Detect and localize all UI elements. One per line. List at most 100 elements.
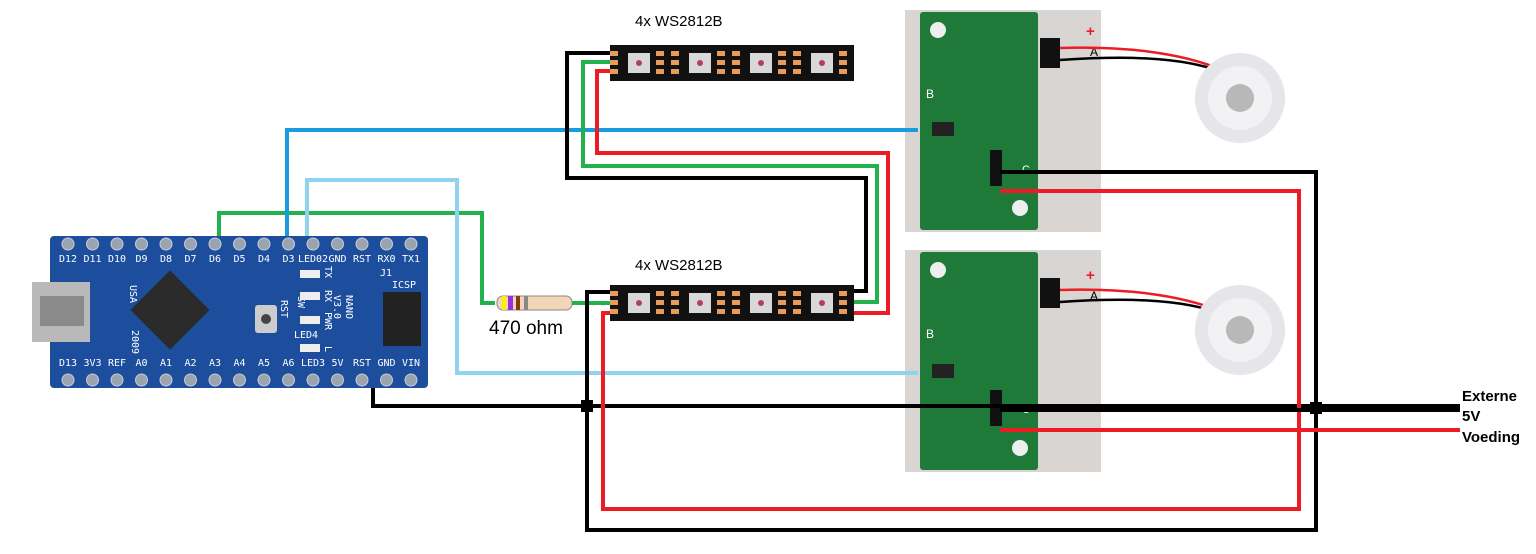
solder-pad (656, 69, 664, 74)
wire-black-strip1 (565, 51, 868, 293)
pin-label: D3 (282, 254, 294, 265)
solder-pad (732, 69, 740, 74)
l-label: L (322, 346, 333, 352)
pin-hole (404, 237, 418, 251)
driver-module-2: + A B C (905, 250, 1285, 472)
pin-label: RST (353, 254, 371, 265)
solder-pad (671, 51, 679, 56)
pin-label: 3V3 (83, 358, 101, 369)
solder-pad (717, 291, 725, 296)
pin-hole (282, 373, 295, 387)
pin-hole (110, 237, 124, 251)
pin-label: D12 (59, 254, 77, 265)
solder-pad (610, 60, 618, 65)
solder-pad (671, 291, 679, 296)
a-label: A (1090, 45, 1098, 59)
pin-hole (110, 373, 124, 387)
rx-label: RX (322, 290, 333, 302)
pin-hole (61, 373, 75, 387)
pin-hole (257, 373, 271, 387)
led-die (758, 300, 764, 306)
solder-pad (656, 51, 664, 56)
tx-label: TX (322, 266, 333, 278)
solder-pad (656, 300, 664, 305)
pin-label: RST (353, 358, 371, 369)
board-model: NANO (343, 295, 354, 319)
piezo-disc-icon (1195, 285, 1285, 375)
rst-label: RST (278, 300, 289, 318)
pin-label: D6 (209, 254, 221, 265)
usa-label: USA (127, 285, 138, 303)
microcontroller-chip (130, 270, 210, 350)
pin-label: LED3 (301, 358, 325, 369)
board-version: V3.0 (331, 295, 342, 319)
sw-label: SW (295, 296, 306, 309)
pin-hole (331, 237, 344, 251)
a-label: A (1090, 289, 1098, 303)
solder-pad (793, 309, 801, 314)
pin-label: RX0 (377, 254, 395, 265)
solder-pad (671, 60, 679, 65)
plus-label: + (1086, 267, 1095, 284)
pin-hole (306, 373, 320, 387)
led-die (758, 60, 764, 66)
icsp-header (383, 292, 421, 346)
pin-label: A1 (160, 358, 172, 369)
solder-pad (793, 51, 801, 56)
solder-pad (732, 291, 740, 296)
pin-hole (380, 237, 393, 251)
pin-hole (306, 237, 320, 251)
led-die (636, 60, 642, 66)
solder-pad (793, 291, 801, 296)
solder-pad (778, 300, 786, 305)
pin-label: D10 (108, 254, 126, 265)
pin-hole (355, 373, 369, 387)
pin-hole (159, 373, 173, 387)
wire-green-strip1 (581, 60, 879, 304)
solder-pad (656, 60, 664, 65)
pin-hole (184, 237, 197, 251)
wire-blue-d3 (285, 128, 918, 240)
led4-label: LED4 (294, 330, 318, 341)
solder-pad (778, 309, 786, 314)
pin-label: A6 (282, 358, 294, 369)
pin-label: REF (108, 358, 126, 369)
year-label: 2009 (129, 330, 140, 354)
power-label-line3: Voeding (1462, 429, 1520, 446)
junction-dot (581, 400, 593, 412)
pin-label: A3 (209, 358, 221, 369)
resistor-label: 470 ohm (489, 318, 563, 339)
led-die (819, 60, 825, 66)
led-strip-2: 4x WS2812B (610, 257, 854, 321)
pin-hole (404, 373, 418, 387)
led-die (819, 300, 825, 306)
pin-label: A2 (184, 358, 196, 369)
pin-label: A5 (258, 358, 270, 369)
wire-red-strip1 (595, 69, 890, 315)
pin-label: D4 (258, 254, 270, 265)
pin-label: TX1 (402, 254, 420, 265)
solder-pad (656, 291, 664, 296)
solder-pad (671, 309, 679, 314)
pin-hole (208, 237, 222, 251)
wire-black-gnd (371, 382, 1460, 408)
solder-pad (793, 69, 801, 74)
solder-pad (671, 69, 679, 74)
icsp-label: ICSP (392, 280, 416, 291)
pin-hole (208, 373, 222, 387)
pin-label: A0 (135, 358, 147, 369)
pin-hole (233, 237, 246, 251)
wire-green-d6 (217, 211, 495, 305)
solder-pad (610, 291, 618, 296)
pin-hole (355, 237, 369, 251)
solder-pad (610, 309, 618, 314)
pin-label: D8 (160, 254, 172, 265)
j1-label: J1 (380, 268, 392, 279)
solder-pad (610, 69, 618, 74)
solder-pad (656, 309, 664, 314)
solder-pad (717, 60, 725, 65)
led-die (636, 300, 642, 306)
pin-label: VIN (402, 358, 420, 369)
led-strip-1: 4x WS2812B (610, 13, 854, 81)
solder-pad (778, 291, 786, 296)
